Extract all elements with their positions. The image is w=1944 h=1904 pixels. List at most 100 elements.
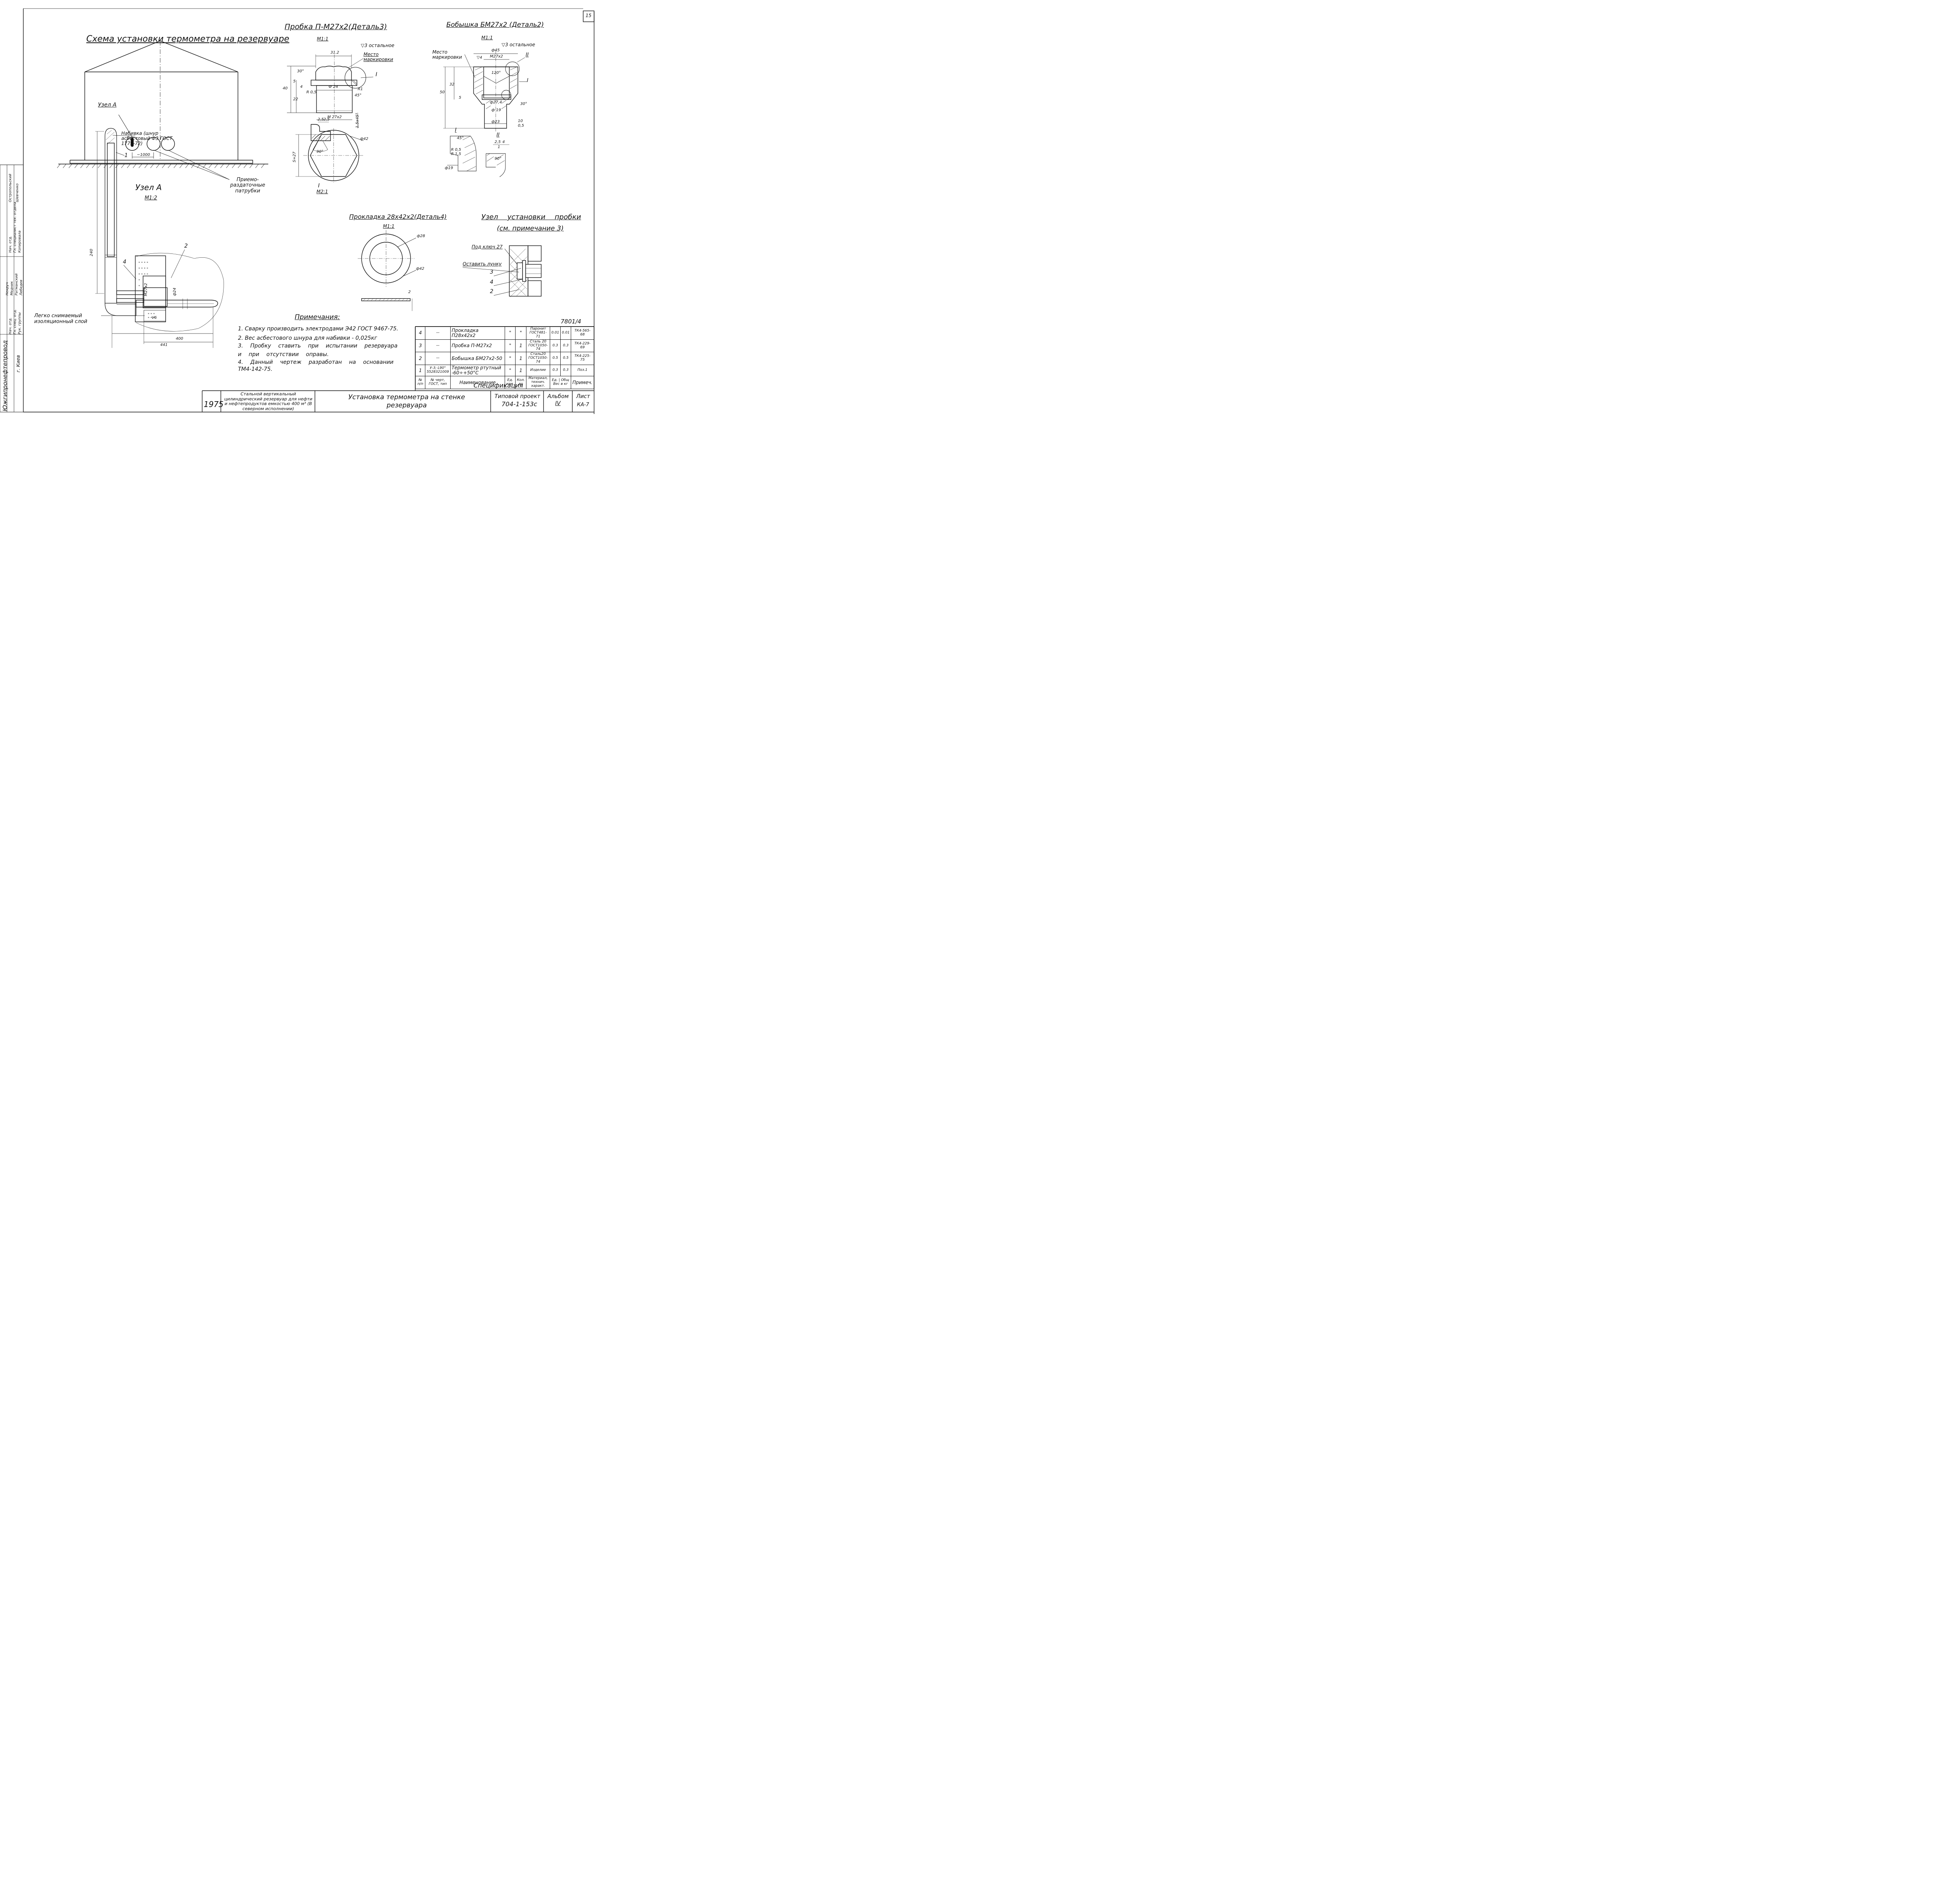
notes-title: Примечания: [295, 313, 340, 321]
plug-dim-312: 31.2 [330, 51, 339, 55]
org-name: Южгипронефтепровод [2, 340, 9, 411]
sheet-number-box [583, 10, 594, 22]
spec-cell: Пробка П-М27x2 [450, 339, 505, 353]
detail-i-scale: М2:1 [316, 189, 328, 194]
signer-role-4: Нач. отд. [9, 236, 12, 253]
spec-header-row: № п/п № черт, ГОСТ, тип Наименование Ед.… [415, 376, 594, 390]
boss-finish: ▽3 остальное [502, 42, 535, 47]
spec-cell: 0.3 [550, 365, 561, 377]
boss-dim-phi45: ф45 [491, 48, 500, 52]
plug-dim-22: 22 [293, 97, 298, 101]
boss-dim-32: 32 [449, 82, 455, 87]
insulation-hatch: " " " "" " " "" " " " """ " "" " " [138, 262, 155, 321]
org-city: г. Киев [16, 355, 21, 372]
spec-cell: Прокладка П28x42x2 [450, 327, 505, 340]
gasket-dim-thickness: 2 [408, 290, 411, 294]
spec-cell: — [425, 327, 451, 340]
node-a-scale: М1:2 [145, 195, 157, 201]
plug-detail-i [311, 122, 331, 152]
drawing-code: 7801/4 [561, 318, 581, 325]
plug-dim-r1: R1 [358, 87, 363, 91]
signer-role-1: Гл. спец. отд. [13, 309, 17, 334]
svg-text:" " ": " " " [148, 317, 155, 321]
boss-mark-label: Место маркировки [432, 49, 462, 60]
schema-nozzles-label: Приемо-раздаточные патрубки [230, 177, 266, 194]
signer-role-2: Рук. группы [18, 312, 22, 334]
title-album-label: Альбом [547, 393, 569, 400]
plug-scale: М1:1 [317, 36, 329, 42]
plug-dim-4: 4 [300, 85, 303, 89]
boss-ref-ii: II [526, 52, 529, 58]
boss-det-i-angle: 45° [457, 136, 464, 140]
plug-dim-phi24: Ф 24 [329, 85, 338, 89]
plug-dim-30deg: 30° [297, 69, 304, 73]
plug-detail-ref: I [376, 72, 378, 78]
plug-node-pos3: 3 [490, 269, 493, 275]
plug-dim-40: 40 [283, 86, 288, 91]
boss-ref-i: I [527, 78, 528, 84]
plug-dim-45deg: 45° [355, 93, 362, 98]
tank-schema [57, 40, 268, 180]
note-item-3: 3. Пробку ставить при испытании резервуа… [238, 343, 398, 349]
node-a-dim-400: 400 [176, 337, 184, 341]
title-year: 1975 [204, 400, 224, 409]
boss-dim-30deg: 30° [520, 102, 527, 106]
plug-dim-r05: R 0,5 [306, 90, 317, 94]
spec-cell: 0.01 [560, 327, 572, 340]
boss-det-ii-dim-25: 2,5 [495, 140, 501, 144]
boss-dim-m27: М27x2 [490, 54, 503, 59]
signer-name-0: Некруч [5, 282, 9, 295]
detail-i-dim-a: 2,5 [318, 117, 324, 122]
note-item-4b: ТМ4-142-75. [238, 366, 273, 372]
title-object: Стальной вертикальный цилиндрический рез… [224, 391, 313, 411]
node-a-insulation-label: Легко снимаемый изоляционный слой [34, 313, 87, 325]
drawing-canvas: " " " "" " " "" " " " """ " "" " " [0, 8, 594, 414]
plug-node-pos4: 4 [490, 279, 493, 285]
boss-dim-phi19: ф 19 [491, 108, 501, 112]
plug-side-view [287, 54, 374, 128]
spec-cell: Сталь 20 ГОСТ1050-74 [526, 339, 551, 353]
spec-cell: " [505, 327, 516, 340]
signer-role-0: Нач. отд. [9, 317, 12, 334]
spec-cell: 0.3 [550, 339, 561, 353]
spec-cell: 2 [415, 352, 426, 365]
svg-text:" " " ": " " " " [138, 267, 148, 271]
plug-node-note: (см. примечание 3) [497, 225, 564, 232]
boss-dim-v4: ▽4 [477, 56, 483, 60]
specification-table: 4 — Прокладка П28x42x2 " " Паронит ГОСТ4… [415, 327, 594, 390]
boss-det-i-r15: R 1,5 [451, 152, 462, 156]
plug-node-pos2: 2 [490, 288, 493, 295]
signer-role-5: Гл. специалист тех. отдела [13, 202, 17, 253]
svg-text:" " ": " " " [148, 313, 155, 317]
spec-cell: — [425, 339, 451, 353]
spec-cell: " [505, 352, 516, 365]
boss-scale: М1:1 [481, 35, 493, 40]
plug-dim-chamfer: 1,5x45° [355, 113, 360, 128]
node-a-view [95, 128, 224, 348]
spec-cell: 0.01 [550, 327, 561, 340]
signer-role-6: Копировала [18, 231, 22, 253]
gasket-scale: М1:1 [383, 224, 395, 229]
spec-cell: 0.3 [560, 339, 572, 353]
spec-cell: У-3; L90° 5528321009 [425, 365, 451, 377]
schema-node-a-label: Узел А [98, 102, 117, 108]
plug-top-view [295, 128, 364, 183]
gasket-title: Прокладка 28x42x2(Деталь4) [349, 213, 447, 220]
title-album: IV [555, 400, 561, 407]
title-project-number: 704-1-153с [502, 400, 537, 408]
spec-cell: 1 [515, 339, 526, 353]
spec-cell: 1 [515, 352, 526, 365]
title-name: Установка термометра на стенке резервуар… [348, 393, 465, 410]
nozzle-b [147, 137, 161, 151]
note-item-2: 2. Вес асбестового шнура для набивки - 0… [238, 335, 378, 341]
boss-det-i-phi19: ф19 [445, 166, 453, 170]
node-a-packing-label: Набивка (шнур асбестовый Ф3 ГОСТ 1779-72… [121, 131, 173, 147]
note-item-4: 4. Данный чертеж разработан на основании [238, 359, 394, 365]
spec-head-cell: Ед. изм. [505, 376, 516, 390]
spec-head-cell: № п/п [415, 376, 426, 390]
schema-spacing-dim: ~1000 [137, 153, 150, 157]
note-item-3b: и при отсутствии оправы. [238, 351, 329, 358]
spec-cell: Термометр ртутный -60÷+50°С [450, 365, 505, 377]
node-a-pos2: 2 [184, 243, 188, 249]
gasket-dim-phi28: ф28 [417, 234, 425, 238]
